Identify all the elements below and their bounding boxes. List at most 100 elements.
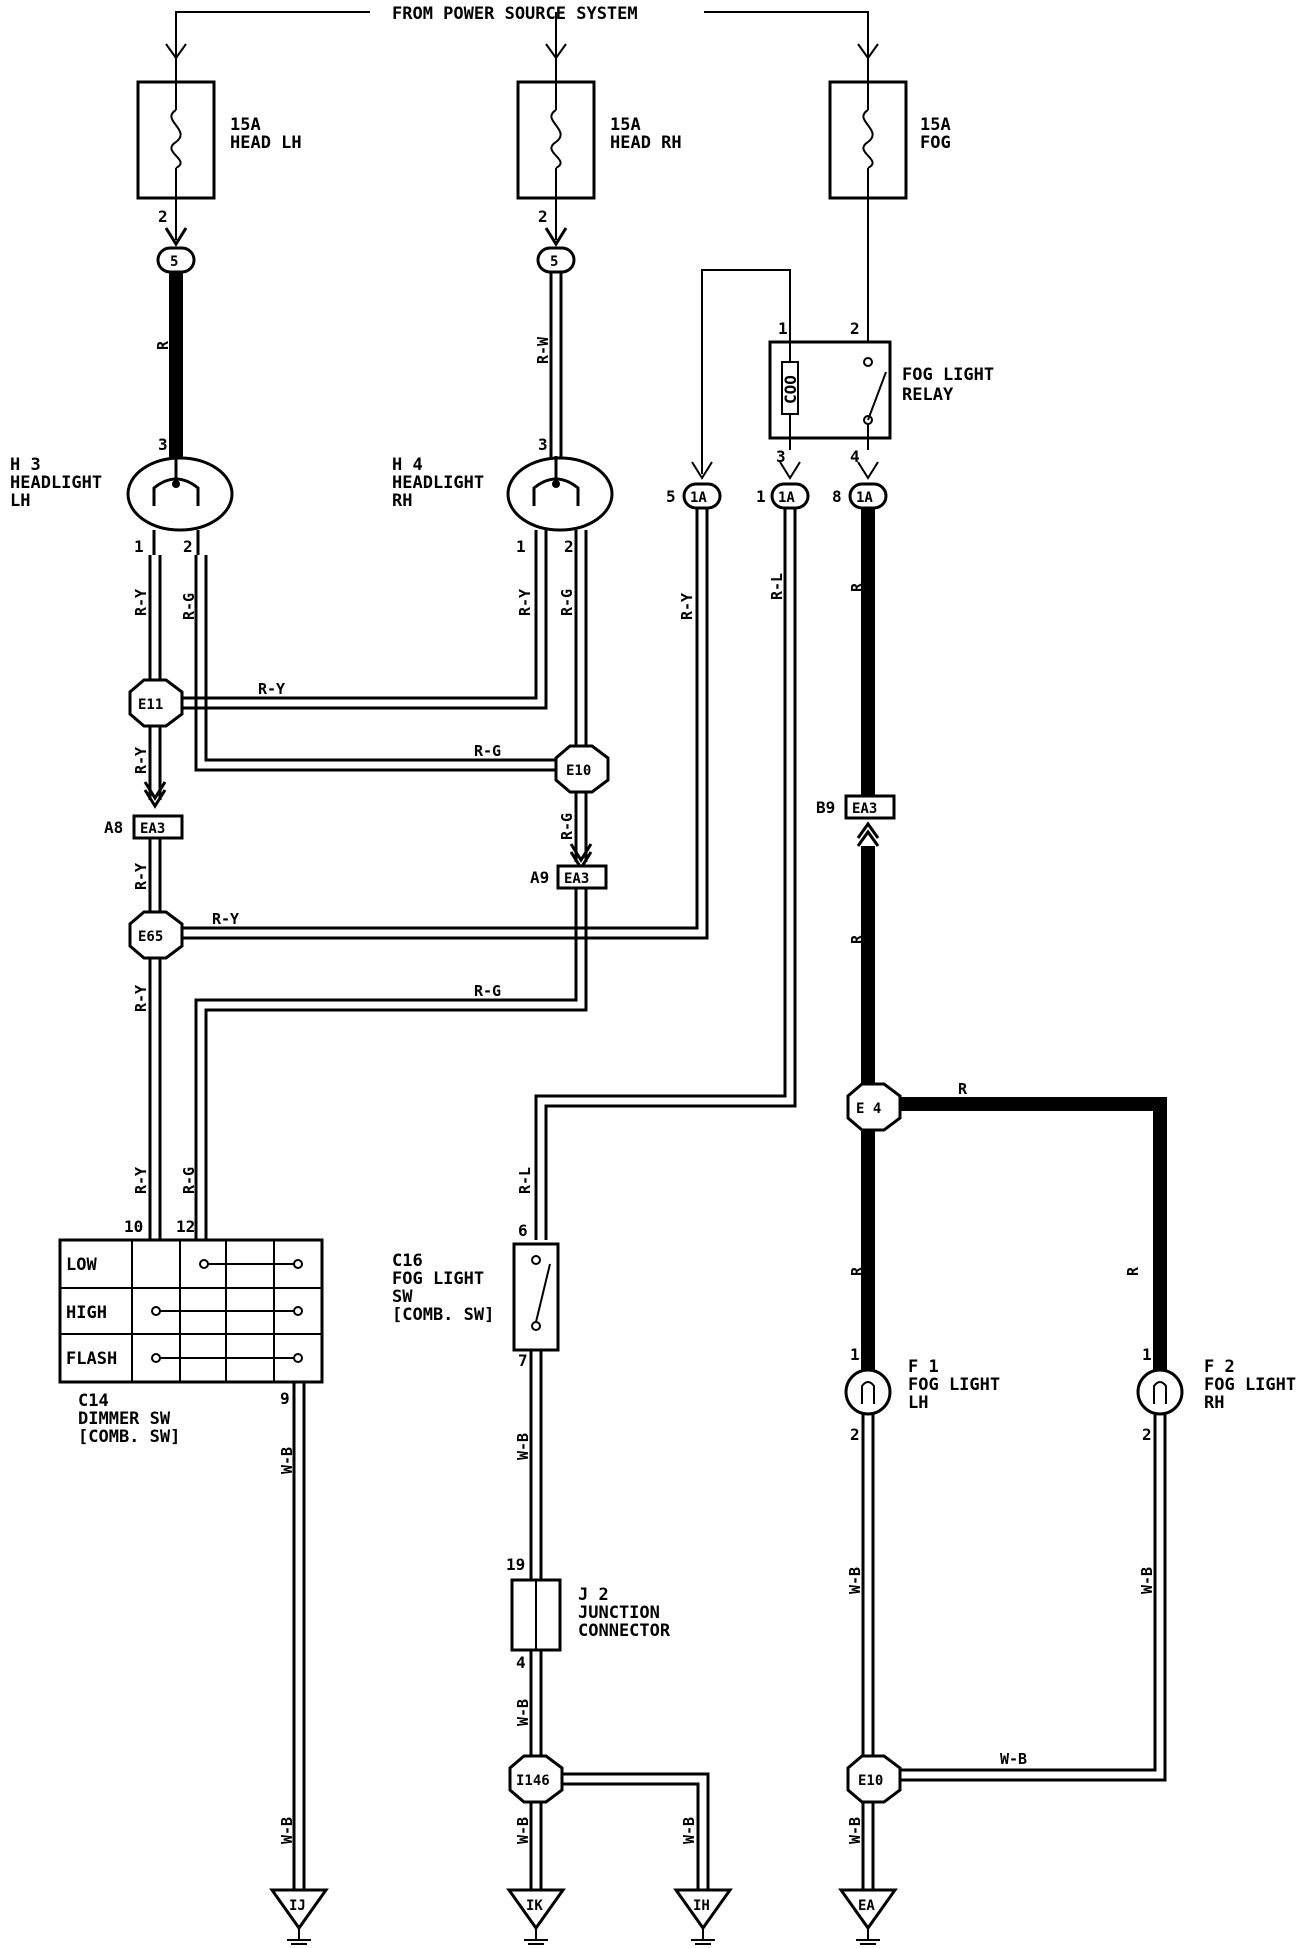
- fuse-head-rh-rating: 15A: [610, 115, 641, 135]
- wire-r-e4-f2-label: R: [958, 1080, 968, 1098]
- wire-wb-f2-label: W-B: [1138, 1567, 1156, 1594]
- fuse-fog-name: FOG: [920, 133, 951, 153]
- wire-ry-ea3-e65-label: R-Y: [132, 863, 150, 890]
- fuse-head-lh-rating: 15A: [230, 115, 261, 135]
- relay-name-line2: RELAY: [902, 385, 954, 405]
- connector-1a-8-pin: 8: [832, 487, 842, 506]
- fog-switch-code: C16: [392, 1251, 423, 1271]
- dimmer-row-low: LOW: [66, 1255, 97, 1275]
- wire-ry-e11-ea3: [143, 726, 167, 809]
- wire-wb-ik-label: W-B: [514, 1817, 532, 1844]
- wire-ry-rh-label: R-Y: [516, 589, 534, 616]
- wire-wb-f2: [900, 1414, 1167, 1782]
- connector-ea3-b9-pin: B9: [816, 798, 835, 817]
- dimmer-switch: [58, 1238, 324, 1384]
- wire-r-f1-label: R: [848, 1266, 866, 1276]
- wire-ry-1a-e65: [180, 508, 709, 940]
- ground-ik: [506, 1888, 566, 1945]
- junction-line2: CONNECTOR: [578, 1621, 671, 1641]
- connector-1a-5-pin: 5: [666, 487, 676, 506]
- fuse-head-lh: [136, 58, 216, 240]
- relay-name-line1: FOG LIGHT: [902, 365, 994, 385]
- wire-wb-junction-label: W-B: [514, 1699, 532, 1726]
- connector-5-rh: [536, 246, 576, 274]
- headlight-lh-pin-2: 2: [183, 537, 193, 556]
- wire-wb-f1: [861, 1414, 875, 1756]
- dimmer-pin-9: 9: [280, 1389, 290, 1408]
- wire-rl: [534, 508, 797, 1240]
- connector-1a-1-pin: 1: [756, 487, 766, 506]
- headlight-lh: [126, 456, 234, 555]
- fog-light-rh-pin-2: 2: [1142, 1425, 1152, 1444]
- wire-ry-ea3-e65: [148, 838, 162, 912]
- wire-r-relay-label: R: [848, 582, 866, 592]
- connector-ea3-a8-label: EA3: [140, 821, 165, 837]
- ground-ih-label: IH: [693, 1898, 710, 1914]
- ground-ij: [269, 1888, 329, 1945]
- fog-light-rh-pin-1: 1: [1142, 1345, 1152, 1364]
- fuse-head-rh-name: HEAD RH: [610, 133, 682, 153]
- connector-1a-5: [682, 482, 722, 510]
- fog-light-lh-code: F 1: [908, 1357, 939, 1377]
- connector-1a-1: [770, 482, 810, 510]
- wire-ry-e65-dimmer: [148, 958, 162, 1240]
- fog-light-lh: [844, 1368, 892, 1416]
- wire-rl-label2: R-L: [516, 1167, 534, 1194]
- fog-light-rh: [1136, 1368, 1184, 1416]
- wire-rg-ea3-dimmer-label: R-G: [474, 982, 501, 1000]
- dimmer-code: C14: [78, 1391, 109, 1411]
- wire-ry-e11-label: R-Y: [258, 680, 285, 698]
- fog-light-lh-pin-2: 2: [850, 1425, 860, 1444]
- connector-e10-right: [846, 1754, 902, 1804]
- headlight-lh-side: LH: [10, 491, 30, 511]
- one-a-arrows: [691, 461, 879, 480]
- junction-pin-top: 19: [506, 1555, 525, 1574]
- connector-5-rh-label: 5: [550, 254, 558, 270]
- headlight-lh-name: HEADLIGHT: [10, 473, 102, 493]
- power-source-label: FROM POWER SOURCE SYSTEM: [392, 4, 638, 24]
- dimmer-pin-12: 12: [176, 1217, 195, 1236]
- relay-coil-feed-wire: [701, 269, 791, 474]
- connector-1a-1-label: 1A: [778, 490, 795, 506]
- headlight-lh-code: H 3: [10, 455, 41, 475]
- ea3-b9-arrows: [856, 821, 880, 847]
- wire-ry-lh: [148, 555, 162, 680]
- wire-rl-label1: R-L: [768, 573, 786, 600]
- ground-ik-label: IK: [526, 1898, 543, 1914]
- wire-wb-e10-ea: [861, 1802, 875, 1890]
- wire-wb-dimmer-label2: W-B: [278, 1817, 296, 1844]
- connector-e65: [128, 910, 184, 960]
- wire-ry-1a-label: R-Y: [678, 593, 696, 620]
- fog-light-relay: [768, 330, 892, 450]
- wire-wb-i146-ik: [529, 1802, 543, 1890]
- wire-rg-e10-ea3-label: R-G: [558, 813, 576, 840]
- connector-ea3-a8: [132, 814, 184, 840]
- fog-light-switch: [512, 1242, 560, 1352]
- fog-light-rh-side: RH: [1204, 1393, 1224, 1413]
- wire-rg-dimmer-label: R-G: [180, 1167, 198, 1194]
- headlight-rh-code: H 4: [392, 455, 423, 475]
- headlight-rh-side: RH: [392, 491, 412, 511]
- wire-wb-e10-label: W-B: [1000, 1750, 1027, 1768]
- connector-5-lh-label: 5: [170, 254, 178, 270]
- connector-i146-label: I146: [516, 1773, 550, 1789]
- connector-e4-label: E 4: [856, 1101, 881, 1117]
- wire-wb-f1-label: W-B: [846, 1567, 864, 1594]
- fog-switch-line2: SW: [392, 1287, 413, 1307]
- wire-r-h3-label: R: [154, 340, 172, 350]
- dimmer-row-flash: FLASH: [66, 1349, 117, 1369]
- connector-e10-left-label: E10: [566, 763, 591, 779]
- junction-pin-bottom: 4: [516, 1653, 526, 1672]
- headlight-rh-name: HEADLIGHT: [392, 473, 484, 493]
- fuse-fog: [828, 58, 908, 345]
- connector-e10-left: [554, 744, 610, 794]
- wire-rg-ea3-dimmer: [194, 888, 588, 1240]
- wire-r-f2-label: R: [1124, 1266, 1142, 1276]
- headlight-rh: [506, 456, 614, 532]
- wire-wb-ih-label: W-B: [680, 1817, 698, 1844]
- wire-ry-lh-label: R-Y: [132, 589, 150, 616]
- fog-switch-line1: FOG LIGHT: [392, 1269, 484, 1289]
- fuse-output-arrows: [164, 227, 568, 247]
- wire-wb-switch-junction: [529, 1350, 543, 1580]
- dimmer-pin-10: 10: [124, 1217, 143, 1236]
